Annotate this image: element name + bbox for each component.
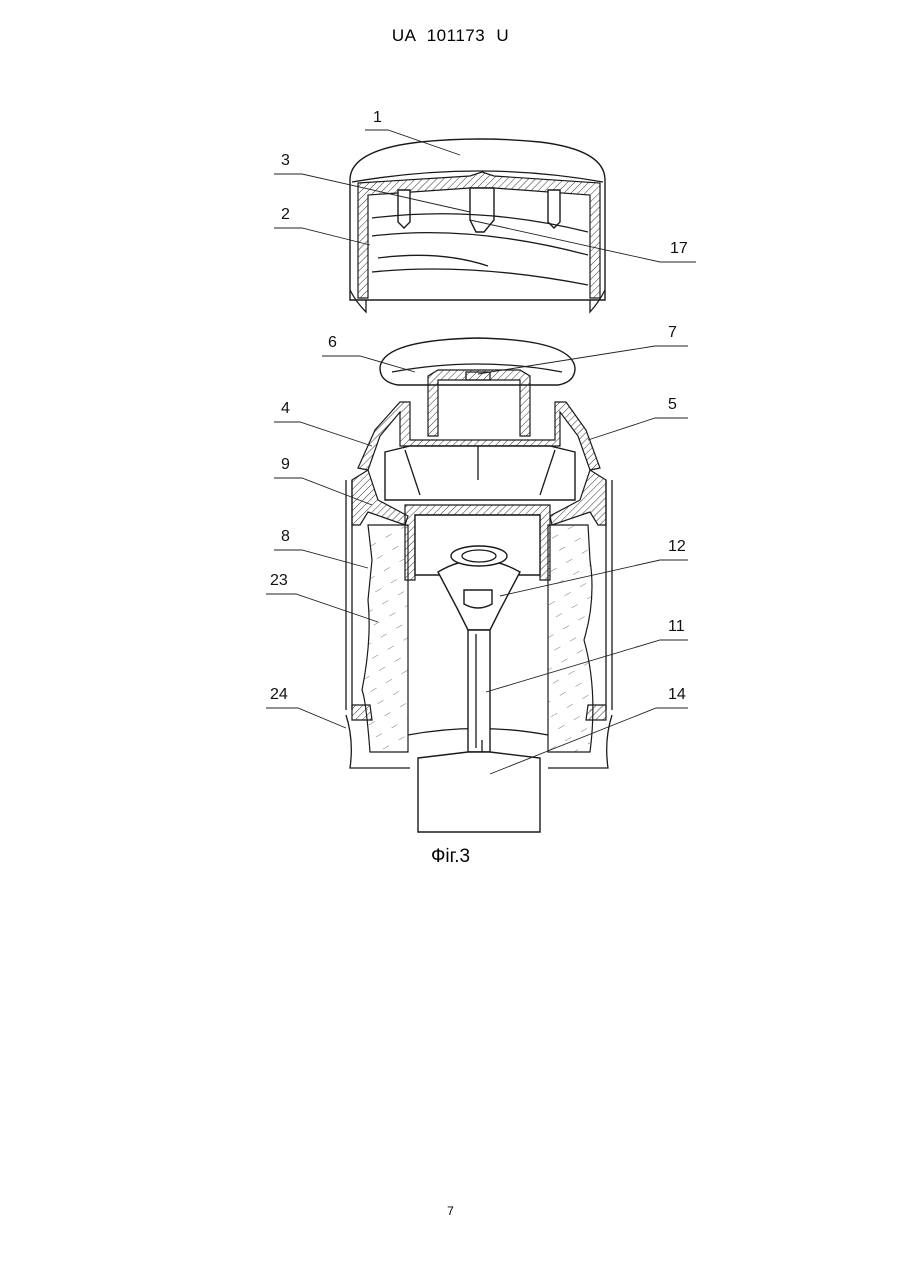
callout-11: 11 (668, 618, 685, 635)
callout-12: 12 (668, 538, 686, 555)
callout-24: 24 (270, 686, 288, 703)
callout-17: 17 (670, 240, 688, 257)
callout-14: 14 (668, 686, 686, 703)
cap-part (350, 139, 605, 312)
callout-1: 1 (373, 109, 382, 126)
callout-5: 5 (668, 396, 677, 413)
callout-8: 8 (281, 528, 290, 545)
callout-4: 4 (281, 400, 290, 417)
spike-assembly (418, 546, 540, 832)
callout-9: 9 (281, 456, 290, 473)
callout-23: 23 (270, 572, 288, 589)
callout-3: 3 (281, 152, 290, 169)
page-number: 7 (0, 1204, 901, 1218)
callout-2: 2 (281, 206, 290, 223)
callout-7: 7 (668, 324, 677, 341)
callout-6: 6 (328, 334, 337, 351)
figure-caption: Фіг.3 (0, 846, 901, 868)
